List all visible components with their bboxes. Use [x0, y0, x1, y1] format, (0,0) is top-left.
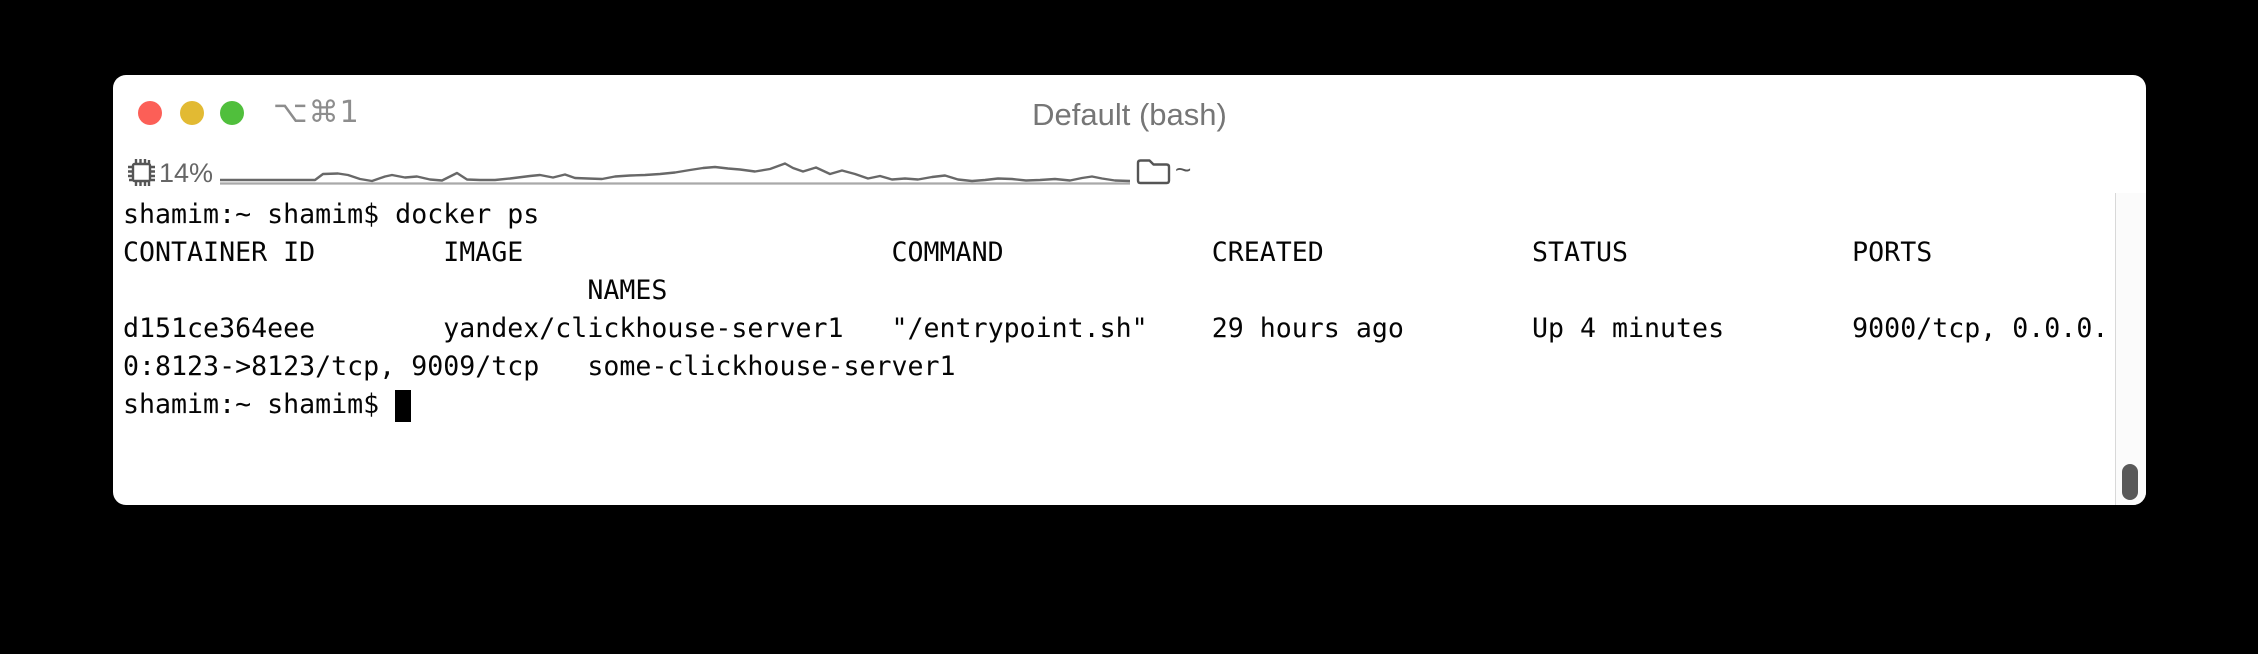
zoom-button[interactable]	[220, 101, 244, 125]
terminal-prompt-line: shamim:~ shamim$	[123, 386, 2113, 424]
minimize-button[interactable]	[180, 101, 204, 125]
block-cursor	[395, 390, 412, 422]
terminal-line: 0:8123->8123/tcp, 9009/tcp some-clickhou…	[123, 351, 956, 382]
status-toolbar: 14% ~	[113, 150, 2146, 200]
folder-icon[interactable]	[1135, 156, 1171, 186]
terminal-line: d151ce364eee yandex/clickhouse-server1 "…	[123, 313, 2109, 344]
terminal-line: CONTAINER ID IMAGE COMMAND CREATED STATU…	[123, 237, 1933, 268]
terminal-line: NAMES	[123, 275, 668, 306]
cpu-chip-icon	[128, 159, 155, 186]
terminal-screen[interactable]: shamim:~ shamim$ docker ps CONTAINER ID …	[123, 196, 2113, 424]
scrollbar-thumb[interactable]	[2122, 464, 2138, 500]
cpu-usage-graph	[220, 162, 1130, 185]
tab-shortcut-label: ⌥⌘1	[273, 95, 360, 130]
close-button[interactable]	[138, 101, 162, 125]
cpu-percent-label: 14%	[159, 158, 214, 188]
directory-label[interactable]: ~	[1175, 154, 1192, 185]
scrollbar-track[interactable]	[2115, 193, 2146, 505]
window-title: Default (bash)	[1032, 97, 1227, 132]
prompt-text: shamim:~ shamim$	[123, 389, 396, 420]
terminal-window: ⌥⌘1 Default (bash) 14% ~ shamim:~ shamim…	[113, 75, 2146, 505]
terminal-line: shamim:~ shamim$ docker ps	[123, 199, 540, 230]
